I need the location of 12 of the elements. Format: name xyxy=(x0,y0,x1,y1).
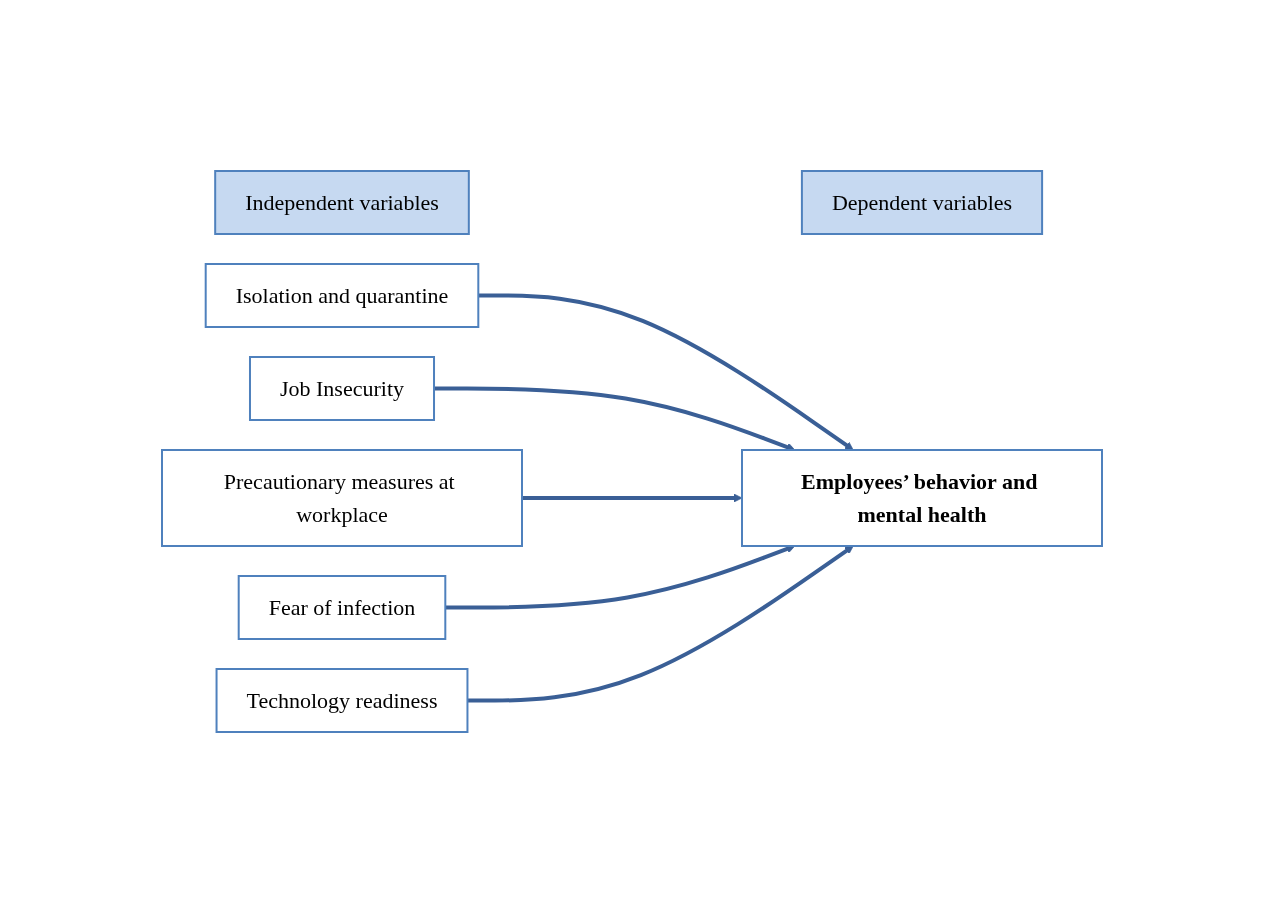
arrow xyxy=(466,545,854,703)
node-box: Precautionary measures at workplace xyxy=(160,449,523,547)
arrow xyxy=(521,493,742,503)
arrow xyxy=(433,386,795,452)
arrow xyxy=(477,293,854,451)
node-box: Employees’ behavior and mental health xyxy=(740,449,1103,547)
node-box: Job Insecurity xyxy=(248,356,435,421)
node-box: Isolation and quarantine xyxy=(204,263,479,328)
node-box: Technology readiness xyxy=(215,668,468,733)
node-box: Dependent variables xyxy=(800,170,1043,235)
node-box: Independent variables xyxy=(213,170,470,235)
node-box: Fear of infection xyxy=(237,575,446,640)
